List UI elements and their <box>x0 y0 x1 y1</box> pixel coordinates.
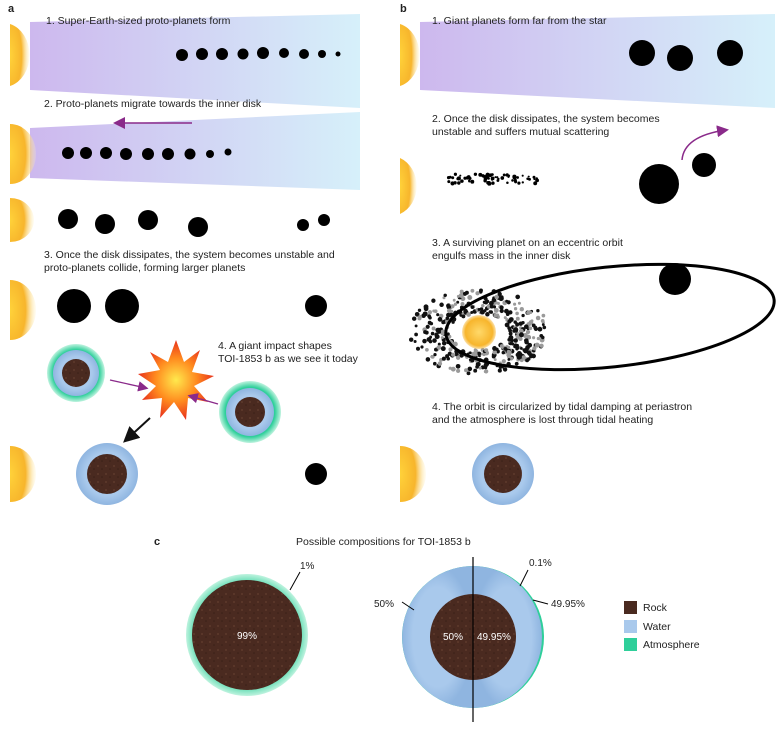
protoplanetary-disk <box>30 112 360 190</box>
legend-label-water: Water <box>643 621 671 633</box>
eccentric-orbit <box>444 262 776 372</box>
result-arrow <box>123 417 151 443</box>
step-label: engulfs mass in the inner disk <box>432 250 571 262</box>
atmosphere-percent: 1% <box>300 561 315 572</box>
protoplanetary-disk <box>420 14 775 108</box>
panel-a-cluster <box>10 198 330 242</box>
rock-percent-left: 50% <box>443 632 464 643</box>
water-percent-right: 49.95% <box>551 599 585 610</box>
panel-a-step2 <box>10 112 360 190</box>
star-icon <box>10 24 30 86</box>
panel-a-step4 <box>10 340 327 505</box>
star-icon <box>10 280 36 340</box>
panel-letter-b: b <box>400 3 407 15</box>
impact-arrow <box>187 393 219 405</box>
rock-percent-right: 49.95% <box>477 632 511 643</box>
step-label: 4. A giant impact shapes <box>218 340 332 352</box>
step-label: TOI-1853 b as we see it today <box>218 353 358 365</box>
protoplanets <box>176 47 341 61</box>
panel-a-step1 <box>10 14 360 108</box>
composition-model-1 <box>186 571 308 696</box>
panel-letter-c: c <box>154 536 161 548</box>
star-icon <box>10 124 36 184</box>
step-label: 1. Giant planets form far from the star <box>432 15 607 27</box>
step-label: 2. Proto-planets migrate towards the inn… <box>44 98 262 110</box>
step-label: 3. A surviving planet on an eccentric or… <box>432 237 623 249</box>
legend-swatch-atmosphere <box>624 638 637 651</box>
rock-percent: 99% <box>237 631 258 642</box>
legend-swatch-rock <box>624 601 637 614</box>
star-icon <box>400 158 417 214</box>
leader-line <box>401 601 415 611</box>
panel-b-step4 <box>400 443 534 505</box>
planet <box>305 463 327 485</box>
step-label: 2. Once the disk dissipates, the system … <box>432 113 660 125</box>
protoplanetary-disk <box>30 14 360 108</box>
legend-swatch-water <box>624 620 637 633</box>
star-icon <box>400 446 426 502</box>
water-percent-left: 50% <box>374 599 395 610</box>
impact-arrow <box>109 379 149 392</box>
step-label: and the atmosphere is lost through tidal… <box>432 414 654 426</box>
panel-a-step3 <box>10 280 327 340</box>
giant-impact-icon <box>138 340 214 420</box>
star-icon <box>10 198 34 242</box>
step-label: 1. Super-Earth-sized proto-planets form <box>46 15 231 27</box>
rock-core <box>192 580 302 690</box>
legend-label-rock: Rock <box>643 602 667 614</box>
leader-line <box>532 599 549 605</box>
step-label: proto-planets collide, forming larger pl… <box>44 262 246 274</box>
migrating-protoplanets <box>62 147 232 160</box>
panel-b-step2 <box>400 125 729 214</box>
leader-line <box>519 569 529 587</box>
composition-model-2 <box>401 557 549 722</box>
scattering-arrow <box>681 125 729 161</box>
composition-title: Possible compositions for TOI-1853 b <box>296 536 471 548</box>
panel-b-step3 <box>408 262 776 376</box>
rock-core <box>235 397 265 427</box>
leader-line <box>289 571 301 591</box>
rock-core <box>62 359 90 387</box>
panel-b-step1 <box>400 14 775 108</box>
step-label: unstable and suffers mutual scattering <box>432 126 610 138</box>
star-icon <box>462 315 496 349</box>
star-icon <box>10 446 36 502</box>
step-label: 4. The orbit is circularized by tidal da… <box>432 401 693 413</box>
step-label: 3. Once the disk dissipates, the system … <box>44 249 335 261</box>
legend-label-atmosphere: Atmosphere <box>643 639 700 651</box>
rock-core <box>484 455 522 493</box>
inner-disk-particles <box>446 172 540 186</box>
star-icon <box>400 24 420 86</box>
rock-core <box>87 454 127 494</box>
planet <box>659 263 691 295</box>
atmosphere-percent: 0.1% <box>529 558 552 569</box>
panel-letter-a: a <box>8 3 15 15</box>
